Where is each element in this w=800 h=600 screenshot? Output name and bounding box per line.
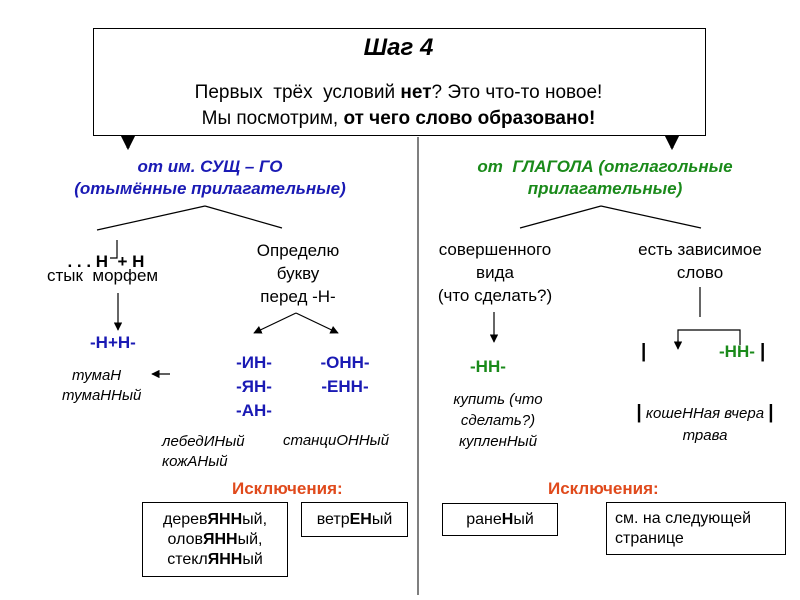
page-title: Шаг 4 (363, 34, 434, 61)
dependent-word: есть зависимое слово (638, 240, 762, 282)
left-branch-line (204, 205, 283, 229)
right-branch-line (600, 205, 702, 229)
joint-label: стык морфем (47, 266, 159, 285)
dep-example: | кошеННая вчера | трава (636, 402, 774, 444)
left-exceptions-label: Исключения: (232, 479, 343, 498)
header-line-2: Мы посмотрим, от чего слово образовано! (201, 108, 596, 129)
letter-branch-arrow (295, 312, 339, 334)
suffix-in: -ИН- (236, 353, 272, 372)
right-heading: от ГЛАГОЛА (отглагольные прилагательные) (477, 157, 733, 198)
dep-bar-right: | (760, 341, 766, 362)
left-branch-line (96, 205, 206, 231)
exception-word: деревЯННый, (162, 511, 268, 528)
suffix-example-left: лебедИНый кожАНый (162, 433, 245, 470)
suffix-yan: -ЯН- (236, 377, 272, 396)
joint-formula: . . . Н + Н (67, 252, 145, 271)
joint-result: -Н+Н- (90, 333, 136, 352)
perfect-result: -НН- (470, 357, 506, 376)
dep-bar-left: | (641, 341, 647, 362)
suffix-example-right: станциОННый (283, 432, 390, 449)
right-branch-line (519, 205, 602, 229)
suffix-group-right: -ОНН- -ЕНН- (305, 351, 385, 399)
suffix-enn: -ЕНН- (321, 377, 369, 396)
exception-word: стеклЯННый (167, 551, 263, 568)
letter-instruction: Определю букву перед -Н- (256, 241, 340, 306)
perfect-example: купить (что сделать?) купленНый (453, 391, 543, 450)
suffix-group-left: -ИН- -ЯН- -АН- (218, 351, 290, 423)
suffix-onn: -ОНН- (320, 353, 370, 372)
header-line-1: Первых трёх условий нет? Это что-то ново… (93, 82, 704, 104)
right-exception-box-2: см. на следующей странице (606, 502, 786, 555)
suffix-an: -АН- (236, 401, 272, 420)
perfect-aspect: совершенного вида (что сделать?) (437, 240, 553, 305)
letter-branch-arrow (253, 312, 297, 334)
right-exceptions-label: Исключения: (548, 479, 659, 498)
left-exception-box-2: ветрЕНый (301, 502, 408, 537)
joint-example: тумаН тумаННый (62, 367, 142, 404)
left-heading: от им. СУЩ – ГО (отымённые прилагательны… (74, 157, 346, 198)
left-exception-box-1: деревЯННый, оловЯННый, стеклЯННый (142, 502, 288, 577)
dep-result: -НН- (719, 342, 755, 361)
right-exception-box-1: ранеНый (442, 503, 558, 536)
exception-word: оловЯННый, (167, 531, 263, 548)
